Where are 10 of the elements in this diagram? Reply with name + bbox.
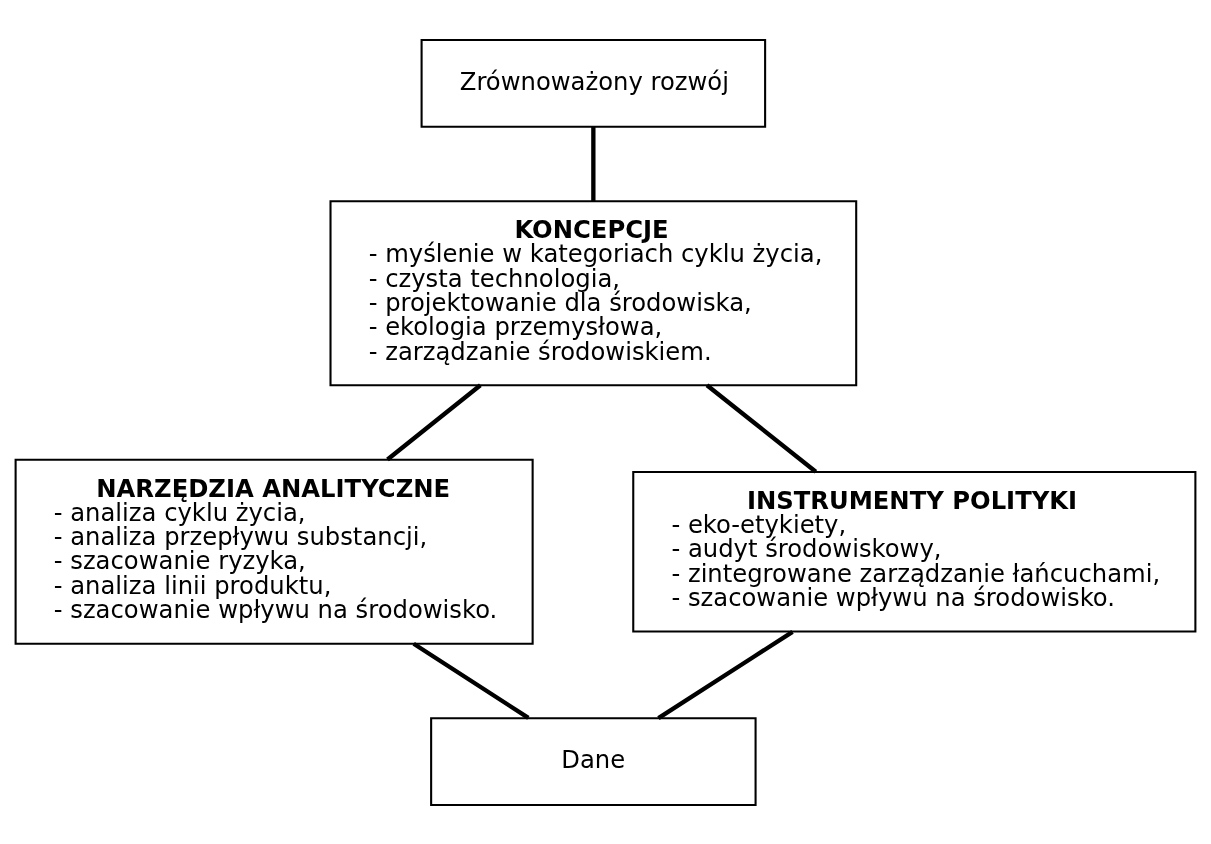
- connector: [412, 641, 530, 720]
- connector: [705, 383, 818, 473]
- node-box: Dane: [430, 716, 757, 806]
- node-box: KONCEPCJE - myślenie w kategoriach cyklu życia, - czysta technologia, - projektowanie dla środowiska, - ekologia przemysłowa, - zarządzanie środowiskiem.: [329, 199, 858, 386]
- connector: [657, 629, 794, 720]
- connector: [386, 383, 482, 461]
- connector: [591, 126, 596, 201]
- node-box: INSTRUMENTY POLITYKI - eko-etykiety, - audyt środowiskowy, - zintegrowane zarządzanie łańcuchami, - szacowanie wpływu na środowisko.: [632, 470, 1197, 633]
- node-box: Zrównoważony rozwój: [420, 38, 767, 128]
- node-box: NARZĘDZIA ANALITYCZNE - analiza cyklu życia, - analiza przepływu substancji, - szacowanie ryzyka, - analiza linii produktu, - szacowanie wpływu na środowisko.: [14, 458, 534, 645]
